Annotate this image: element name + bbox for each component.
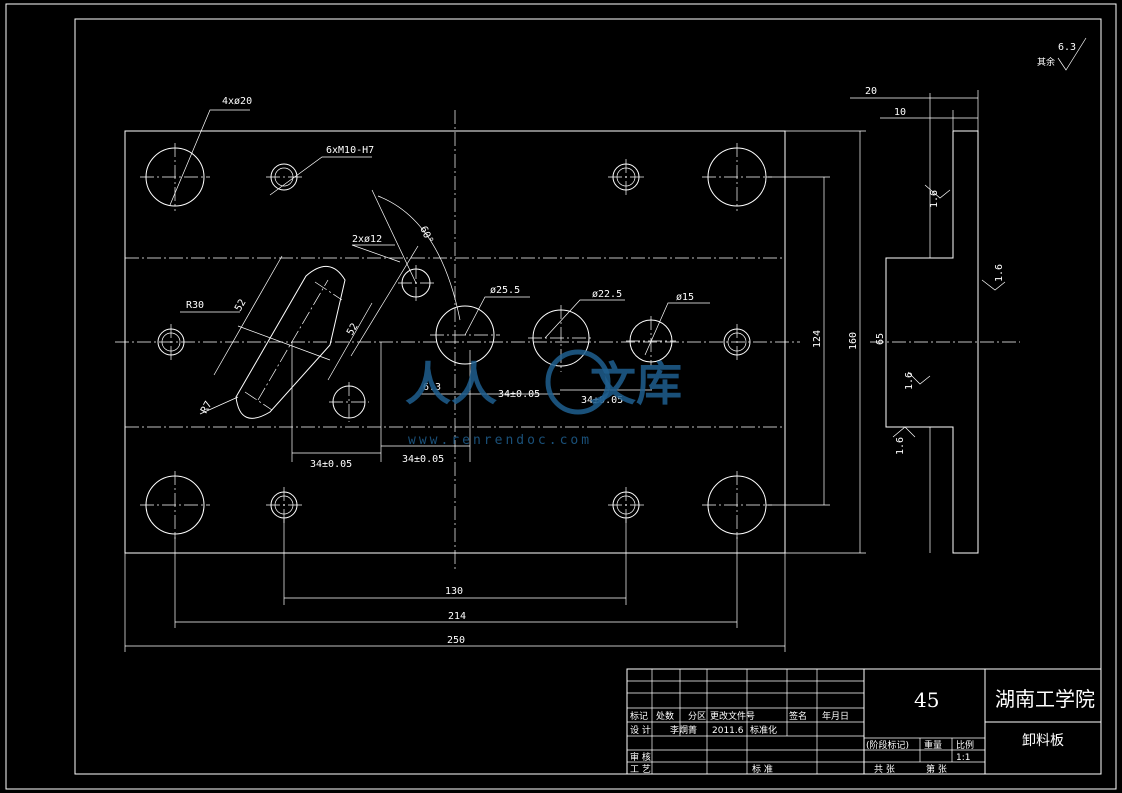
tb-h-docno: 更改文件号 [710,710,755,722]
label-d22: ø22.5 [592,289,622,300]
roughness-2: 1.6 [994,264,1005,282]
tb-scale-label: 比例 [956,739,974,751]
tb-h-sign: 签名 [789,710,807,722]
slot-cutout [235,266,346,419]
roughness-3: 1.6 [904,372,915,390]
pin-hole [329,382,369,422]
tb-approve: 标 准 [752,763,773,775]
label-34a: 34±0.05 [498,389,540,400]
corner-hole [702,471,772,539]
label-34c: 34±0.05 [310,459,352,470]
corner-hole [702,143,772,211]
threaded-hole [266,163,302,191]
threaded-hole [608,487,644,523]
tb-standardize: 标准化 [750,724,777,736]
corner-hole [140,143,210,211]
label-6xm10: 6xM10-H7 [326,145,374,156]
label-160: 160 [848,332,859,350]
tb-part-name: 卸料板 [1022,733,1064,749]
label-52b: 52 [345,322,361,338]
label-r30: R30 [186,300,204,311]
label-63: 6.3 [423,382,441,393]
roughness-symbol: 其余 6.3 [1037,37,1087,71]
tb-h-zone: 分区 [688,711,706,722]
tb-review: 审 核 [630,751,651,763]
threaded-hole [608,159,644,195]
label-r7: R7 [199,400,215,416]
label-20: 20 [865,86,877,97]
label-10: 10 [894,107,906,118]
roughness-1: 1.6 [929,190,940,208]
watermark: 人人 文库 www.renrendoc.com [405,349,682,448]
corner-hole [140,471,210,539]
tb-material: 45 [914,688,939,712]
label-124: 124 [812,330,823,348]
threaded-hole [266,487,302,523]
label-4x20: 4xø20 [222,96,252,107]
label-250: 250 [447,635,465,646]
tb-designer-role: 设 计 [630,724,651,736]
threaded-hole [723,324,751,360]
tb-h-count: 处数 [656,710,674,722]
tb-scale: 1:1 [956,753,970,763]
outer-border [5,3,1117,790]
label-34d: 34±0.05 [402,454,444,465]
front-view: 4xø20 6xM10-H7 2xø12 60° R30 52 52 R7 ø2… [115,96,866,652]
watermark-text-2: 文库 [590,357,682,411]
label-angle: 60° [417,225,435,246]
tb-stage-mark: (阶段标记) [866,739,909,751]
watermark-text-1: 人人 [405,357,497,411]
label-d25: ø25.5 [490,285,520,296]
tb-weight: 重量 [924,739,942,751]
inner-border [74,18,1102,775]
label-130: 130 [445,586,463,597]
tb-design-date: 2011.6 [712,726,744,736]
tb-process: 工 艺 [630,764,651,775]
tb-total: 共 张 [874,764,895,775]
tb-school: 湖南工学院 [995,687,1095,711]
roughness-4: 1.6 [895,437,906,455]
label-2x12: 2xø12 [352,234,382,245]
side-view: 20 10 65 1.6 1.6 1.6 1.6 [850,86,1020,554]
label-214: 214 [448,611,466,622]
tb-designer-name: 李烔菁 [670,724,697,736]
roughness-value: 6.3 [1058,42,1076,53]
tb-sheet: 第 张 [926,763,947,775]
watermark-url: www.renrendoc.com [408,433,592,448]
label-52a: 52 [233,298,249,314]
roughness-label: 其余 [1037,56,1055,68]
side-profile [885,130,979,554]
threaded-hole [157,324,185,360]
label-65: 65 [875,333,886,345]
tb-h-date: 年月日 [822,710,849,722]
tb-h-mark: 标记 [630,710,648,722]
label-d15: ø15 [676,292,694,303]
title-block: 标记 处数 分区 更改文件号 签名 年月日 设 计 李烔菁 2011.6 标准化… [626,668,1102,775]
hole-22 [528,305,594,372]
